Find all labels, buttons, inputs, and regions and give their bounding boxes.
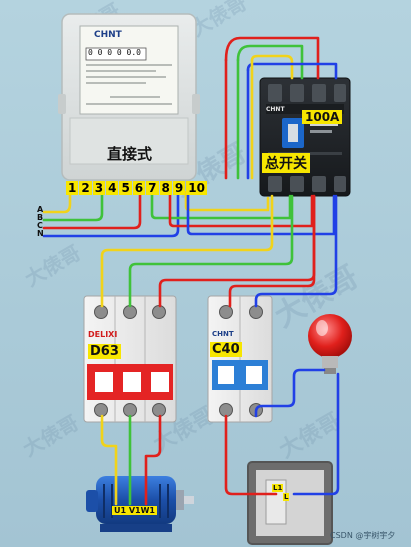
terminal-label: 3 [92, 181, 106, 195]
terminal-label: 8 [159, 181, 172, 195]
terminal-label: 1 [66, 181, 79, 195]
main-switch-brand: CHNT [266, 106, 285, 113]
terminal-label: 6 [132, 181, 146, 195]
main-switch [259, 77, 351, 197]
light-bulb [308, 314, 352, 374]
breaker-c40-brand: CHNT [212, 330, 234, 338]
socket-terminal-l: L [283, 493, 290, 501]
breaker-d63-label: D63 [88, 344, 121, 359]
main-switch-label: 总开关 [262, 153, 310, 173]
breaker-d63-brand: DELIXI [88, 330, 118, 339]
terminal-label: 2 [79, 181, 92, 195]
credit-text: CSDN @宇树宇夕 [330, 531, 396, 540]
breaker-c40 [207, 295, 273, 423]
energy-meter [58, 13, 200, 181]
meter-reading: 0 0 0 0 0.0 [88, 48, 141, 57]
terminal-label: 9 [172, 181, 186, 195]
phase-label-c: C [37, 221, 43, 230]
meter-terminal-strip: 1 2 3 4 5 6 7 8 9 10 [66, 181, 207, 195]
terminal-label: 5 [119, 181, 132, 195]
terminal-label: 10 [186, 181, 207, 195]
terminal-label: 7 [146, 181, 159, 195]
breaker-c40-label: C40 [210, 342, 242, 357]
motor-terminals: U1 V1W1 [112, 506, 157, 515]
wires [42, 36, 340, 506]
terminal-label: 4 [106, 181, 119, 195]
phase-label-b: B [37, 213, 44, 222]
wall-socket [247, 461, 333, 545]
socket-terminal-l1: L1 [272, 484, 284, 492]
breaker-d63 [83, 295, 177, 423]
meter-label: 直接式 [107, 145, 153, 163]
motor [86, 476, 194, 532]
meter-brand: CHNT [94, 30, 122, 40]
phase-label-a: A [37, 205, 44, 214]
main-switch-rating: 100A [302, 110, 343, 124]
phase-label-n: N [37, 229, 44, 238]
